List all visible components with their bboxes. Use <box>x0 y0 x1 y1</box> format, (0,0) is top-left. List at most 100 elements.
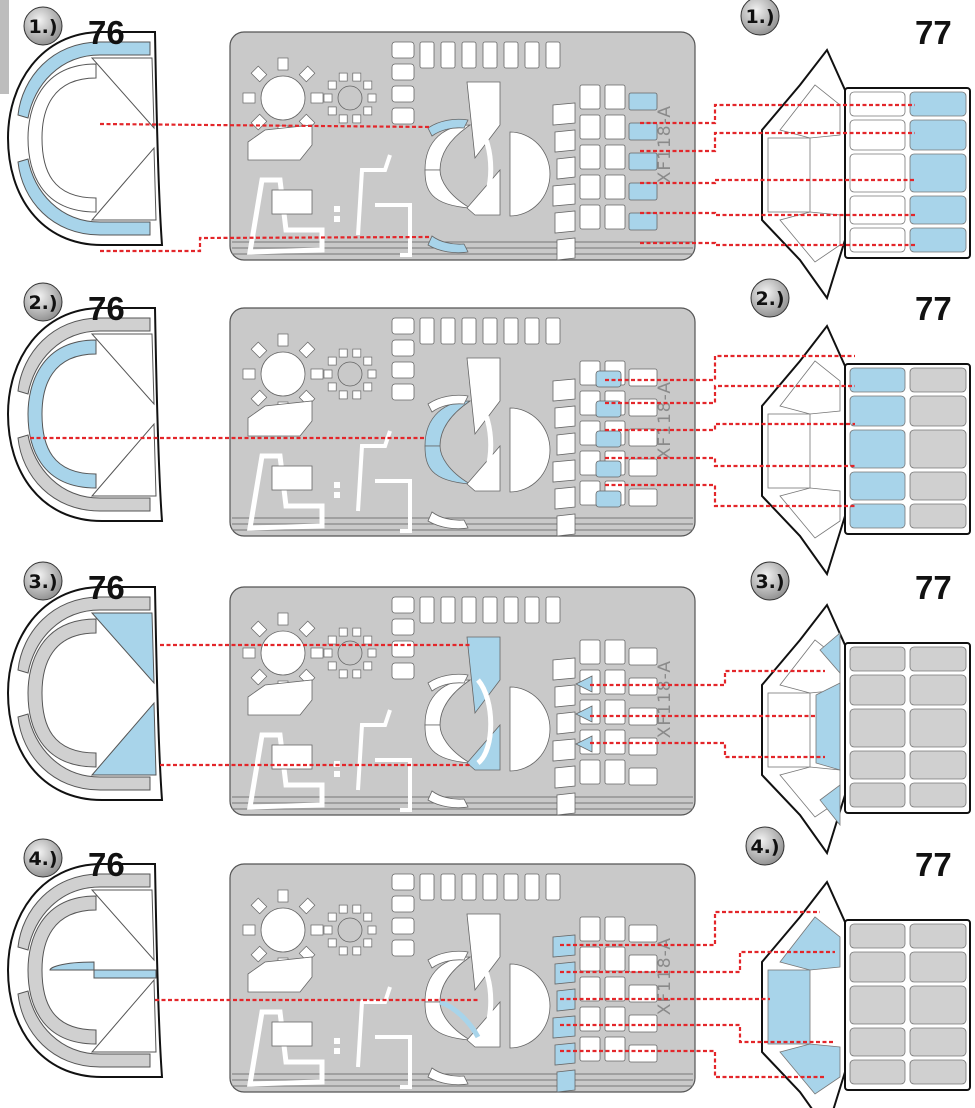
fret-side-mask <box>391 640 415 658</box>
fret-side-mask <box>391 873 415 891</box>
part-number-left: 76 <box>88 846 125 883</box>
fret-grid-panel <box>579 204 601 230</box>
fret-hub-segment <box>338 627 348 637</box>
canopy-76-top-frame <box>17 873 151 951</box>
fret-wheel-segment <box>298 341 316 359</box>
leader-line <box>590 741 825 759</box>
part-number-right: 77 <box>915 290 952 327</box>
fret-u-mask <box>424 679 472 726</box>
fret-right-panel <box>628 1044 658 1063</box>
leader-line <box>605 456 855 468</box>
part-number-right: 77 <box>915 14 952 51</box>
fret-wheel-segment <box>310 924 324 936</box>
fret-rect-mask <box>271 189 313 215</box>
fret-right-panel <box>628 1014 658 1033</box>
canopy-77-right-panel <box>909 708 967 748</box>
fret-wheel-segment <box>250 897 268 915</box>
fret-small-mask <box>461 596 477 624</box>
leader-line <box>605 483 855 508</box>
fret-windshield-panel <box>552 738 576 762</box>
canopy-77-right-panel <box>909 750 967 780</box>
canopy-76-upper-window <box>90 889 155 962</box>
fret-small-mask <box>482 41 498 69</box>
canopy-77-left-panel <box>849 367 906 393</box>
page-edge-tab <box>0 0 9 94</box>
fret-grid-panel <box>579 114 601 140</box>
fret-grid-panel <box>604 144 626 170</box>
leader-line <box>560 950 835 974</box>
mask-fret <box>229 863 696 1093</box>
fret-right-panel <box>628 647 658 666</box>
fret-center-arc <box>475 399 494 486</box>
fret-wheel-segment <box>250 668 268 686</box>
fret-wheel-segment <box>250 620 268 638</box>
fret-hub-segment <box>363 80 373 90</box>
step-number: 2.) <box>755 288 784 310</box>
fret-right-panel <box>628 122 658 141</box>
canopy-77-right-panel <box>909 91 967 117</box>
fret-upper-side-mask <box>466 636 501 715</box>
step-number: 4.) <box>750 836 779 858</box>
fret-wheel-segment <box>250 945 268 963</box>
fret-small-mask <box>461 317 477 345</box>
fret-side-mask <box>391 383 415 401</box>
leader-line <box>605 422 855 432</box>
canopy-77-left-panel <box>849 646 906 672</box>
canopy-76-bottom-frame <box>17 713 151 791</box>
fret-windshield-panel <box>552 378 576 402</box>
leader-line <box>560 1049 825 1079</box>
fret-hub-segment <box>363 382 373 392</box>
canopy-76-u-frame <box>27 339 97 489</box>
canopy-77-left-panel <box>849 1027 906 1057</box>
fret-hub-segment <box>323 648 333 658</box>
fret-hub-segment <box>367 369 377 379</box>
fret-small-mask <box>440 317 456 345</box>
fret-hub-segment <box>338 114 348 124</box>
fret-bottom-arc-mask <box>427 1067 469 1086</box>
canopy-76-top-frame <box>17 41 151 119</box>
fret-small-mask <box>440 41 456 69</box>
fret-frame-mask <box>247 453 325 531</box>
step-number: 3.) <box>755 571 784 593</box>
fret-small-mask <box>440 873 456 901</box>
fret-hub-segment <box>338 390 348 400</box>
canopy-77-lower-quarter <box>779 1043 841 1095</box>
canopy-77-side-strip <box>815 682 841 771</box>
canopy-77-right-panel <box>909 985 967 1025</box>
canopy-77-right-panel <box>909 429 967 469</box>
canopy-77-left-panel <box>849 471 906 501</box>
fret-grid-panel <box>604 84 626 110</box>
canopy-76-lower-window <box>90 146 157 221</box>
fret-windshield-panel <box>556 513 576 537</box>
step-badge <box>750 561 790 601</box>
canopy-76-bottom-frame <box>17 434 151 512</box>
fret-stroke-mask <box>356 709 412 812</box>
canopy-77-right-panel <box>909 782 967 808</box>
fret-hub-segment <box>327 106 337 116</box>
fret-center-arc <box>475 123 494 210</box>
canopy-76-upper-window <box>90 57 155 130</box>
fret-left-panel <box>595 490 622 508</box>
fret-small-mask <box>440 596 456 624</box>
fret-grid-panel <box>579 916 601 942</box>
fret-small-mask <box>503 317 519 345</box>
fret-upper-side-mask <box>466 81 501 160</box>
fret-small-mask <box>503 596 519 624</box>
canopy-77-left-panel <box>849 429 906 469</box>
canopy-76-u-frame <box>27 63 97 213</box>
leader-line <box>640 178 915 185</box>
fret-hub-segment <box>363 938 373 948</box>
fret-right-panel <box>628 954 658 973</box>
fret-grid-panel <box>604 1036 626 1062</box>
fret-small-mask <box>419 873 435 901</box>
fret-hub-segment <box>352 904 362 914</box>
fret-top-arc-mask <box>427 950 469 969</box>
fret-bottom-arc-mask <box>427 790 469 809</box>
leader-line <box>605 354 855 382</box>
fret-small-mask <box>545 596 561 624</box>
fret-small-mask <box>461 873 477 901</box>
canopy-77-right-panel <box>909 367 967 393</box>
fret-grid-panel <box>579 1006 601 1032</box>
fret-side-mask <box>391 361 415 379</box>
